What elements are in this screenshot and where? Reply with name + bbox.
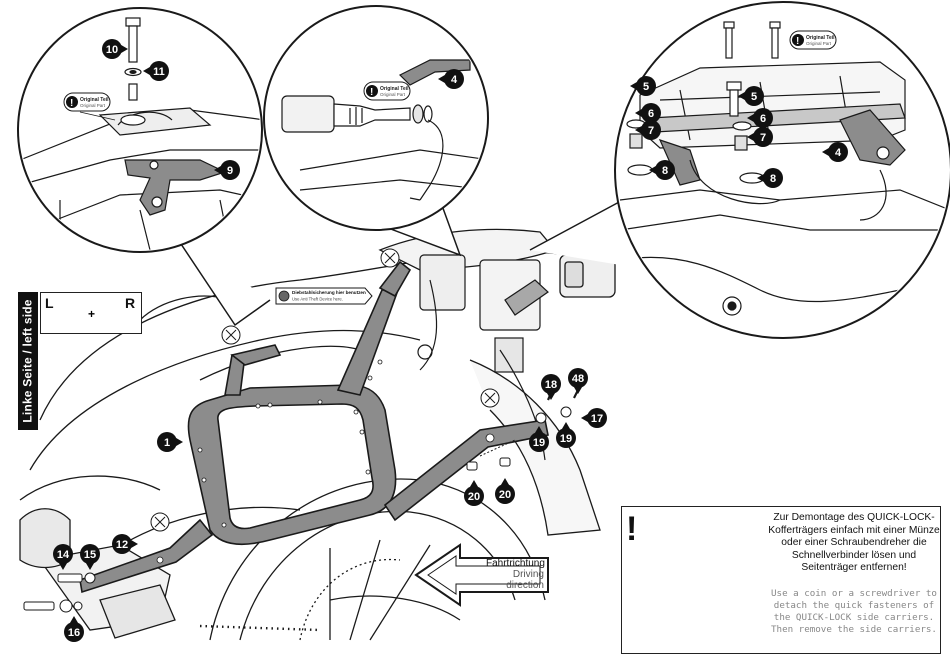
- callout-number: 20: [468, 491, 480, 503]
- carrier-rivets: [156, 359, 495, 564]
- callout-number: 4: [835, 147, 842, 159]
- callout-number: 20: [499, 489, 511, 501]
- frame-details: [417, 254, 549, 461]
- warning-mark: !: [626, 510, 638, 548]
- direction-de: Fahrtrichtung: [486, 558, 545, 569]
- driving-direction-arrow: [414, 543, 549, 607]
- callout-number: 15: [84, 549, 96, 561]
- callout-19b: 19: [556, 422, 576, 448]
- callout-number: 10: [106, 44, 118, 56]
- original-part-de-middle: Original Teil: [380, 86, 409, 92]
- callout-number: 7: [760, 132, 766, 144]
- callout-6b: 6: [747, 108, 773, 128]
- side-carrier: [79, 260, 549, 594]
- orientation-plus: +: [88, 307, 96, 321]
- callout-number: 5: [643, 81, 649, 93]
- driving-direction-label: Fahrtrichtung Driving direction: [486, 558, 545, 591]
- orientation-right-label: R: [125, 295, 136, 311]
- callout-number: 19: [533, 437, 545, 449]
- direction-en: Driving direction: [506, 569, 544, 591]
- original-part-tag-middle: ! Original Teil Original Part: [363, 81, 411, 101]
- note-german: Zur Demontage des QUICK-LOCK-Kofferträge…: [768, 512, 940, 574]
- callout-20b: 20: [495, 478, 515, 504]
- original-part-de: Original Teil: [80, 97, 109, 103]
- callout-48: 48: [568, 368, 588, 394]
- callout-number: 17: [591, 413, 603, 425]
- theft-tag-de: Diebstahlsicherung hier benutzen: [292, 290, 366, 295]
- callout-12: 12: [112, 534, 138, 554]
- callout-number: 12: [116, 539, 128, 551]
- callout-number: 5: [751, 91, 757, 103]
- callout-number: 18: [545, 379, 557, 391]
- callout-8b: 8: [757, 168, 783, 188]
- callout-5b: 5: [738, 86, 764, 106]
- svg-text:!: !: [370, 87, 373, 98]
- callout-number: 19: [560, 433, 572, 445]
- callout-11: 11: [143, 61, 169, 81]
- callout-number: 11: [153, 66, 165, 78]
- callout-17: 17: [581, 408, 607, 428]
- callout-4a: 4: [438, 69, 464, 89]
- callout-19a: 19: [529, 426, 549, 452]
- callout-18: 18: [541, 374, 561, 400]
- callout-number: 4: [451, 74, 458, 86]
- svg-text:!: !: [70, 98, 73, 109]
- callout-number: 8: [662, 165, 668, 177]
- callout-number: 6: [760, 113, 766, 125]
- detail-circle-left: ! Original Teil Original Part: [17, 7, 271, 327]
- callout-number: 8: [770, 173, 776, 185]
- front-fasteners: [23, 572, 96, 613]
- original-part-en-middle: Original Part: [380, 92, 406, 97]
- callout-1: 1: [157, 432, 183, 452]
- callout-number: 9: [227, 165, 233, 177]
- quick-lock-note: [621, 506, 941, 654]
- original-part-en: Original Part: [80, 103, 106, 108]
- callout-number: 14: [57, 549, 70, 561]
- callout-8a: 8: [649, 160, 675, 180]
- callout-16: 16: [64, 616, 84, 642]
- orientation-box: L R +: [40, 292, 142, 334]
- original-part-de-right: Original Teil: [806, 35, 835, 41]
- callout-7b: 7: [747, 127, 773, 147]
- callout-number: 7: [648, 125, 654, 137]
- svg-text:!: !: [796, 36, 799, 47]
- callout-14: 14: [53, 544, 73, 570]
- callout-number: 1: [164, 437, 170, 449]
- callout-15: 15: [80, 544, 100, 570]
- callout-7a: 7: [635, 120, 661, 140]
- original-part-en-right: Original Part: [806, 41, 832, 46]
- callout-20a: 20: [464, 480, 484, 506]
- callout-number: 6: [648, 108, 654, 120]
- side-label: Linke Seite / left side: [18, 292, 38, 430]
- side-label-text: Linke Seite / left side: [21, 299, 35, 423]
- callout-9: 9: [214, 160, 240, 180]
- original-part-tag-left: ! Original Teil Original Part: [63, 92, 111, 112]
- callout-4b: 4: [822, 142, 848, 162]
- detail-circle-right: ! Original Teil Original Part: [529, 1, 950, 339]
- theft-device-tag: Diebstahlsicherung hier benutzen Use Ant…: [275, 287, 373, 305]
- callout-10: 10: [102, 39, 128, 59]
- theft-tag-en: Use Anti Theft Device here.: [292, 297, 343, 302]
- callout-6a: 6: [635, 103, 661, 123]
- callout-number: 48: [572, 373, 584, 385]
- callout-5a: 5: [630, 76, 656, 96]
- callout-number: 16: [68, 627, 80, 639]
- carrier-screws: [150, 248, 500, 532]
- detail-circle-middle: ! Original Teil Original Part: [263, 5, 489, 257]
- original-part-tag-right: ! Original Teil Original Part: [789, 30, 837, 50]
- orientation-left-label: L: [45, 295, 54, 311]
- note-english: Use a coin or a screwdriver to detach th…: [771, 588, 937, 635]
